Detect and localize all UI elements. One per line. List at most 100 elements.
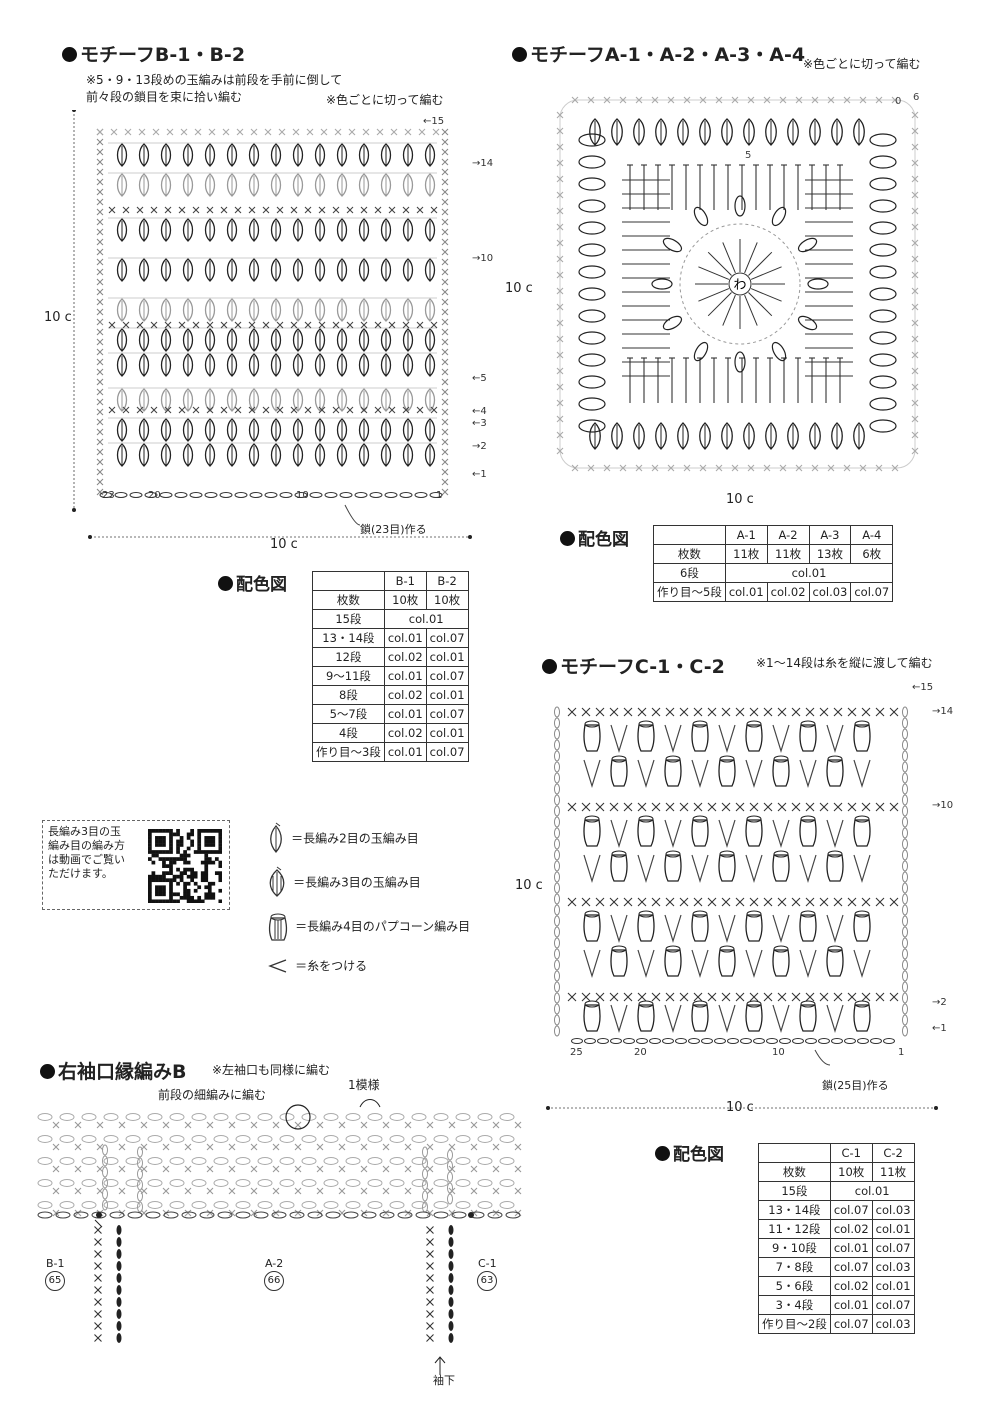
petal-mark [693,206,709,227]
qr-module [200,874,205,879]
single-crochet-mark [334,128,342,136]
chain-mark [37,1135,53,1143]
qr-module [186,881,191,886]
single-crochet-mark [294,1121,302,1129]
qr-module [169,878,173,883]
chain-mark [499,1135,515,1143]
row-mark: ←1 [472,469,487,480]
popcorn-mark [772,854,790,882]
chain-mark [902,849,908,861]
qr-module [204,867,209,872]
qr-module [158,850,163,854]
chain-mark [102,1199,108,1211]
single-crochet-mark [248,206,256,214]
single-crochet-mark [164,406,172,414]
single-crochet-mark [679,897,689,907]
single-crochet-mark [847,707,857,717]
qr-module [190,843,195,847]
single-crochet-mark [891,96,899,104]
qr-code-icon[interactable] [148,829,222,903]
single-crochet-mark [426,1226,434,1234]
qr-module [218,832,222,837]
single-crochet-mark [194,128,202,136]
chain-mark [902,827,908,839]
qr-module [214,871,219,876]
chain-mark [411,1157,427,1165]
qr-module [197,832,202,837]
single-crochet-mark [637,992,647,1002]
table-row-head: 9・10段 [758,1238,831,1258]
qr-module [207,829,212,833]
single-crochet-mark [911,207,919,215]
single-crochet-mark [911,223,919,231]
single-crochet-mark [441,298,449,306]
chain-mark [414,492,428,498]
popcorn-top-mark [773,850,789,858]
single-crochet-mark [603,96,611,104]
qr-module [211,895,216,900]
single-crochet-mark [470,1165,478,1173]
chain-mark [597,1038,609,1044]
single-crochet-mark [360,1165,368,1173]
popcorn-top-mark [584,815,600,823]
single-crochet-mark [609,992,619,1002]
chain-mark [367,1201,383,1209]
chain-mark [59,1113,75,1121]
single-crochet-mark [441,328,449,336]
chain-mark [102,1166,108,1178]
chain-mark [399,492,413,498]
chain-mark [59,1201,75,1209]
count-mark: 10 [772,1047,785,1058]
table-row-head: 12段 [312,647,385,667]
single-crochet-mark [721,802,731,812]
chain-mark [235,1211,251,1219]
chain-mark [477,1179,493,1187]
single-crochet-mark [96,218,104,226]
row-mark: →14 [932,706,954,717]
chain-mark [902,871,908,883]
single-crochet-mark [749,897,759,907]
table-row-head: 作り目〜5段 [653,582,726,602]
motif-b-title: モチーフB-1・B-2 [62,40,245,67]
single-crochet-mark [637,707,647,717]
chain-mark [554,1014,560,1026]
qr-module [148,874,152,879]
chain-mark [411,1113,427,1121]
table-cell: col.03 [808,582,852,602]
chain-mark [902,893,908,905]
chain-mark [902,860,908,872]
single-crochet-mark [276,406,284,414]
single-crochet-mark [52,1187,60,1195]
single-crochet-mark [426,1262,434,1270]
slip-stitch-mark [116,1225,122,1235]
single-crochet-mark [292,128,300,136]
chain-mark [37,1201,53,1209]
table-cell: 6枚 [850,544,894,564]
single-crochet-mark [651,464,659,472]
single-crochet-mark [152,128,160,136]
single-crochet-mark [228,1209,236,1217]
single-crochet-mark [715,464,723,472]
popcorn-mark [853,1004,871,1032]
popcorn-mark [745,914,763,942]
qr-module [162,878,166,883]
single-crochet-mark [889,897,899,907]
chain-mark [422,1179,428,1191]
single-crochet-mark [556,271,564,279]
single-crochet-mark [581,897,591,907]
chain-mark [433,1135,449,1143]
chain-mark [389,1113,405,1121]
single-crochet-mark [441,188,449,196]
single-crochet-mark [843,464,851,472]
popcorn-top-mark [746,910,762,918]
chain-mark [125,1157,141,1165]
chain-mark [902,838,908,850]
single-crochet-mark [418,128,426,136]
table-cell: col.01 [724,582,768,602]
single-crochet-mark [404,1143,412,1151]
single-crochet-mark [304,321,312,329]
chain-mark [127,1211,143,1219]
